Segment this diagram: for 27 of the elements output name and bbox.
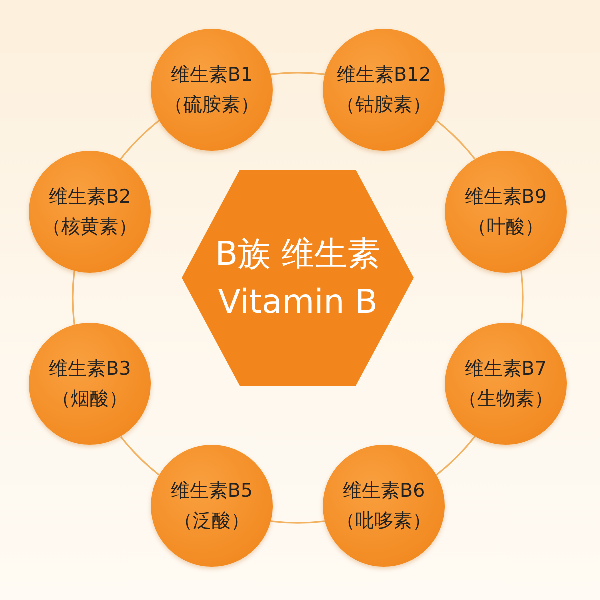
node-label: 维生素B3	[49, 357, 132, 382]
node-label: （吡哆素）	[336, 508, 432, 534]
connector-line	[436, 436, 476, 476]
connector-line	[270, 520, 326, 524]
hexagon	[182, 170, 414, 386]
node-label: （钴胺素）	[336, 93, 432, 118]
node-label: （叶酸）	[468, 214, 544, 240]
node-label: 维生素B1	[170, 63, 253, 88]
node-label: （核黄素）	[42, 214, 138, 240]
node-label: B族 维生素	[215, 233, 381, 275]
connector-line	[270, 72, 326, 76]
node-label: （烟酸）	[52, 387, 128, 412]
node-label: （生物素）	[458, 387, 554, 412]
connector-line	[120, 436, 160, 476]
connector-line	[520, 270, 524, 326]
node-label: （泛酸）	[174, 508, 250, 534]
connector-line	[72, 270, 76, 326]
node-label: 维生素B12	[336, 63, 432, 88]
node-label: 维生素B5	[170, 478, 253, 504]
connector-line	[120, 120, 160, 160]
node-label: （硫胺素）	[164, 93, 260, 118]
node-label: 维生素B7	[464, 357, 547, 382]
node-label: Vitamin B	[218, 281, 378, 323]
connector-line	[436, 120, 476, 160]
node-label: 维生素B9	[464, 184, 547, 210]
node-label: 维生素B2	[49, 184, 132, 210]
node-label: 维生素B6	[343, 478, 426, 504]
